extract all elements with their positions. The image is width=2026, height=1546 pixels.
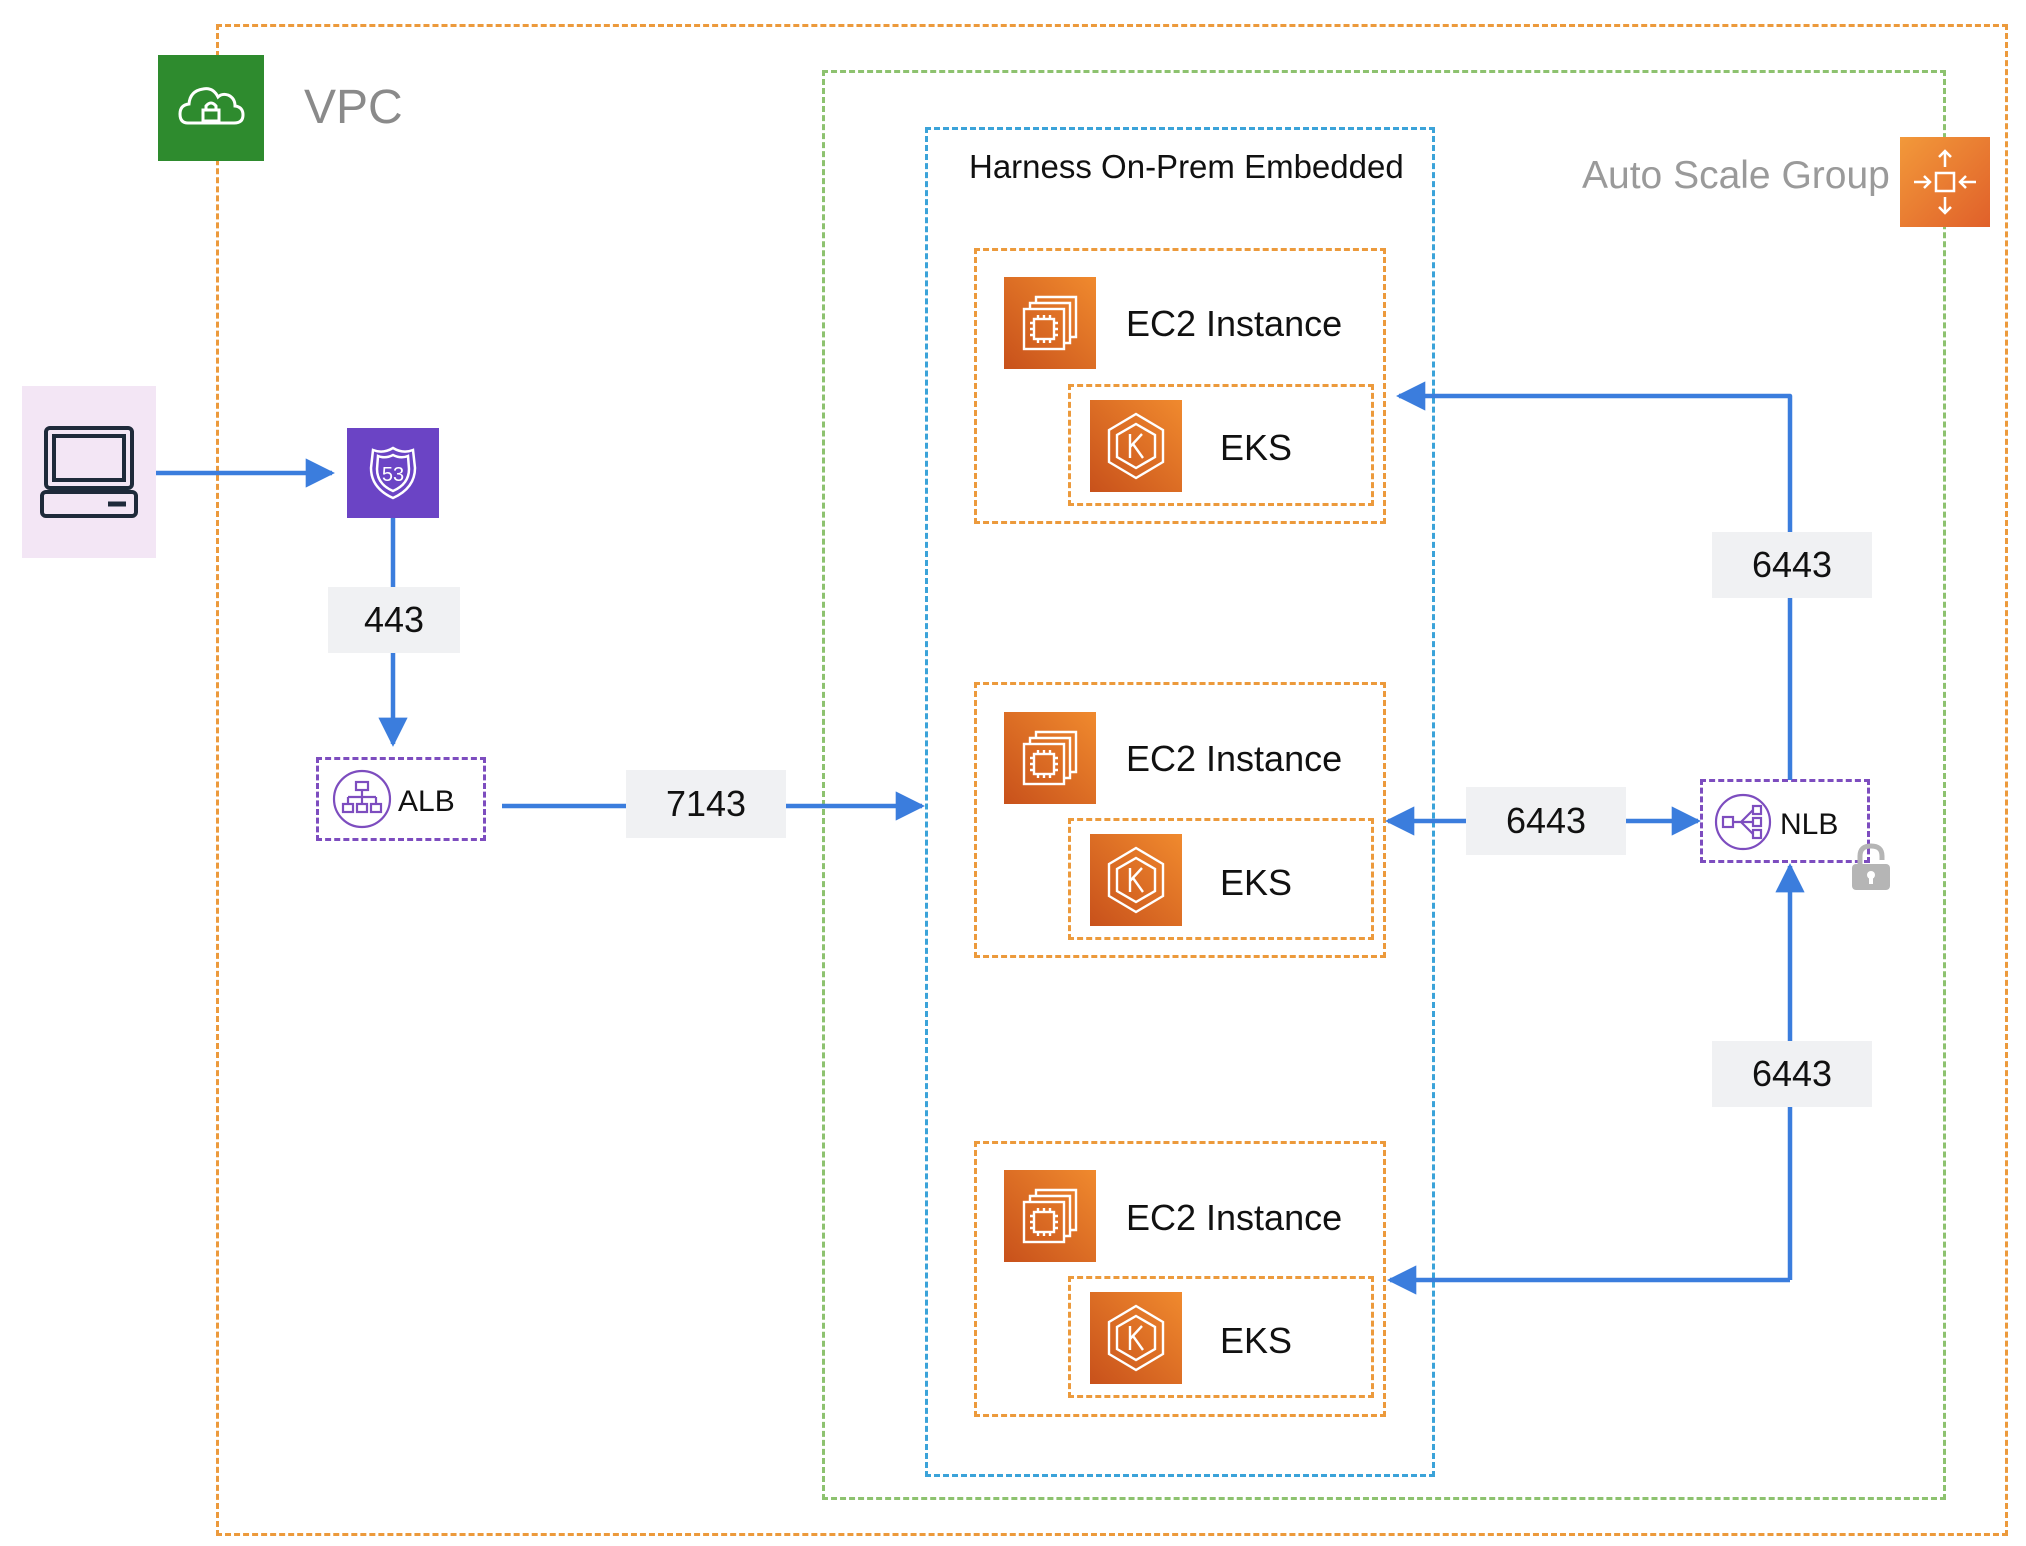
eks-icon — [1090, 834, 1182, 931]
ec2-instance-label-2: EC2 Instance — [1126, 738, 1343, 779]
nlb-to-node1-arrow — [1396, 381, 1793, 780]
vpc-cloud-lock-icon — [158, 55, 264, 161]
ec2-instance-box-1 — [974, 248, 1386, 524]
eks-box-1 — [1068, 384, 1374, 506]
eks-label-1: EKS — [1220, 427, 1293, 468]
network-load-balancer-icon — [1713, 792, 1773, 857]
ec2-instance-icon — [1004, 712, 1096, 809]
port-label-6443-bottom: 6443 — [1712, 1041, 1872, 1107]
lock-icon — [1850, 842, 1892, 897]
port-label-6443-top: 6443 — [1712, 532, 1872, 598]
eks-icon — [1090, 1292, 1182, 1389]
port-label-7143: 7143 — [626, 770, 786, 838]
route53-icon: 53 — [347, 428, 439, 518]
eks-box-2 — [1068, 818, 1374, 940]
svg-text:53: 53 — [382, 464, 404, 486]
ec2-instance-icon — [1004, 1170, 1096, 1267]
eks-box-3 — [1068, 1276, 1374, 1398]
ec2-instance-label-3: EC2 Instance — [1126, 1197, 1343, 1238]
port-label-6443-middle: 6443 — [1466, 787, 1626, 855]
ec2-instance-box-3 — [974, 1141, 1386, 1417]
auto-scale-group-label: Auto Scale Group — [1582, 154, 1890, 197]
harness-label: Harness On-Prem Embedded — [969, 148, 1404, 185]
harness-boundary — [925, 127, 1435, 1477]
auto-scaling-icon — [1900, 137, 1990, 227]
alb-box — [316, 757, 486, 841]
vpc-boundary — [216, 24, 2008, 1536]
laptop-icon — [22, 386, 156, 558]
ec2-instance-label-1: EC2 Instance — [1126, 303, 1343, 344]
eks-icon — [1090, 400, 1182, 497]
eks-label-2: EKS — [1220, 862, 1293, 903]
port-label-443: 443 — [328, 587, 460, 653]
nlb-box — [1700, 779, 1870, 863]
application-load-balancer-icon — [331, 768, 393, 835]
alb-label: ALB — [398, 785, 455, 818]
ec2-instance-icon — [1004, 277, 1096, 374]
ec2-instance-box-2 — [974, 682, 1386, 958]
auto-scale-group-boundary — [822, 70, 1946, 1500]
vpc-label: VPC — [304, 81, 403, 134]
nlb-label: NLB — [1780, 808, 1839, 841]
eks-label-3: EKS — [1220, 1320, 1293, 1361]
